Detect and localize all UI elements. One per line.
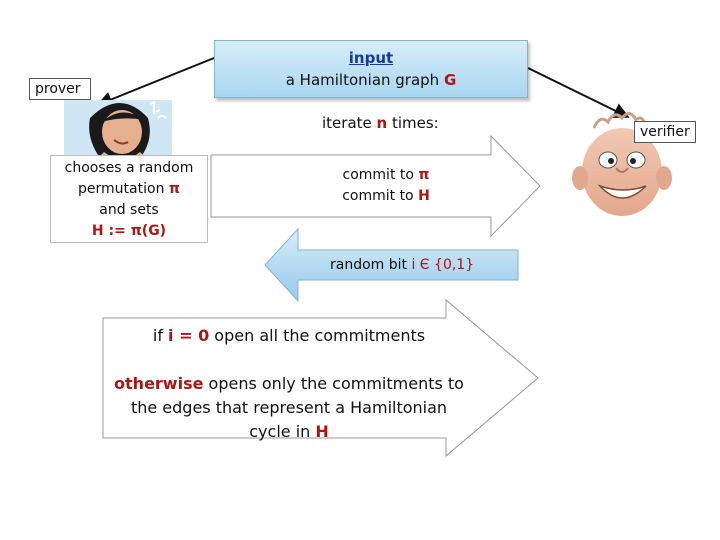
response-i-var: i = 0 <box>168 326 210 345</box>
prover-label: prover <box>29 78 91 100</box>
response-line-2-rest: opens only the commitments to <box>203 374 464 393</box>
prover-line-3: and sets <box>99 202 159 218</box>
response-line-4-prefix: cycle in <box>249 422 316 441</box>
response-h-var: H <box>315 422 329 441</box>
arrow-to-prover <box>96 57 215 107</box>
input-description: a Hamiltonian graph G <box>215 69 527 91</box>
verifier-label-text: verifier <box>640 124 690 140</box>
prover-line-1: chooses a random <box>64 160 194 176</box>
verifier-head-illustration <box>572 112 672 216</box>
prover-line-2-text: permutation <box>78 181 169 197</box>
prover-pi-var: π <box>168 181 180 197</box>
response-line-1-suffix: open all the commitments <box>209 326 426 345</box>
response-otherwise: otherwise <box>114 374 204 393</box>
random-bit-prefix: random bit <box>330 257 412 273</box>
commit-line-1: commit to π <box>300 165 472 186</box>
response-line-3: the edges that represent a Hamiltonian <box>130 398 448 417</box>
response-arrow-shape <box>102 298 539 458</box>
input-text: a Hamiltonian graph <box>285 71 444 89</box>
commit-h-var: H <box>418 188 430 204</box>
verifier-label: verifier <box>634 121 696 143</box>
response-body: otherwise opens only the commitments to … <box>108 372 470 444</box>
commit-arrow-shape <box>210 134 541 238</box>
random-bit-text: random bit i Є {0,1} <box>330 257 474 273</box>
random-bit-var: i Є {0,1} <box>411 257 475 273</box>
commit-line-2: commit to H <box>300 186 472 207</box>
arrow-to-verifier <box>527 67 630 118</box>
iterate-suffix: times: <box>387 114 439 132</box>
response-line-2: otherwise opens only the commitments to <box>108 372 470 396</box>
prover-line-4: H := π(G) <box>91 223 167 239</box>
prover-action-box: chooses a random permutation π and sets … <box>50 155 208 243</box>
input-graph-var: G <box>443 71 457 89</box>
prover-line-2: permutation π <box>51 179 207 200</box>
input-title: input <box>348 49 394 67</box>
response-line-1-prefix: if <box>152 326 169 345</box>
response-line-4: cycle in H <box>108 420 470 444</box>
iterate-text: iterate n times: <box>322 114 439 132</box>
commit-text: commit to π commit to H <box>300 165 472 207</box>
iterate-prefix: iterate <box>322 114 377 132</box>
iterate-var: n <box>376 114 388 132</box>
commit-pi-var: π <box>418 167 430 183</box>
prover-label-text: prover <box>35 81 81 97</box>
response-line-1: if i = 0 open all the commitments <box>108 324 470 348</box>
random-bit-arrow-shape <box>264 227 519 303</box>
input-box: input a Hamiltonian graph G <box>214 40 528 98</box>
commit-line-1-text: commit to <box>342 167 419 183</box>
commit-line-2-text: commit to <box>342 188 419 204</box>
